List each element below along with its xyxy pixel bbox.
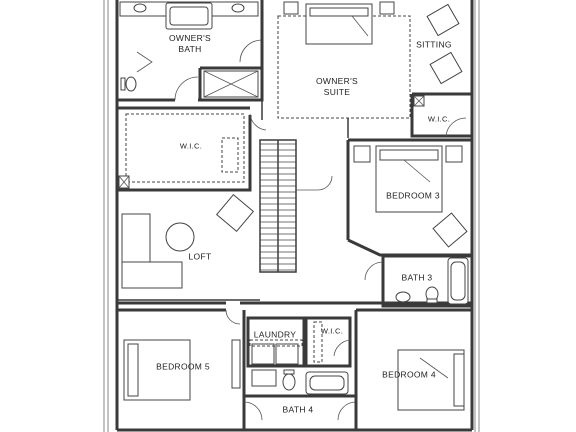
toilet-icon [282, 373, 296, 391]
bedroom4 [354, 308, 472, 430]
chair-icon [429, 51, 463, 85]
room-label-sitting: SITTING [416, 39, 452, 50]
owners-suite [261, 0, 463, 138]
bed-icon [397, 349, 465, 411]
outer-edges [103, 0, 480, 432]
bedroom5 [117, 308, 246, 430]
room-label-wic-lower: W.I.C. [320, 326, 344, 336]
sink-icon [395, 291, 411, 303]
chair-icon [426, 3, 460, 37]
wic-lower [304, 316, 352, 368]
wic-owner [115, 106, 267, 192]
room-label-bath3: BATH 3 [401, 272, 433, 283]
sink-icon [231, 3, 245, 13]
room-label-bedroom4: BEDROOM 4 [382, 369, 436, 380]
room-label-loft: LOFT [188, 251, 212, 262]
room-label-wic-upper-right: W.I.C. [427, 114, 451, 124]
sofa-icon [121, 213, 183, 289]
chair-icon [432, 212, 468, 248]
bedroom3 [346, 138, 472, 257]
door-swing-icon [239, 39, 263, 63]
table-icon [165, 222, 195, 252]
room-label-bedroom3: BEDROOM 3 [386, 190, 440, 201]
room-label-bedroom5: BEDROOM 5 [156, 361, 210, 372]
laundry [246, 316, 306, 368]
room-label-bath4: BATH 4 [282, 404, 314, 415]
toilet-icon [125, 76, 137, 92]
room-label-owners-suite: OWNER'S SUITE [316, 76, 358, 97]
loft [117, 175, 333, 301]
bath4 [243, 369, 357, 421]
room-label-owners-bath: OWNER'S BATH [169, 33, 211, 54]
chair-icon [215, 193, 255, 233]
room-label-laundry: LAUNDRY [253, 329, 297, 340]
room-label-wic-owner: W.I.C. [179, 141, 203, 151]
stair-treads [260, 143, 296, 271]
owners-bath [117, 0, 264, 102]
wic-upper-right [410, 92, 472, 138]
bath3 [364, 254, 474, 308]
sink-icon [133, 3, 147, 13]
